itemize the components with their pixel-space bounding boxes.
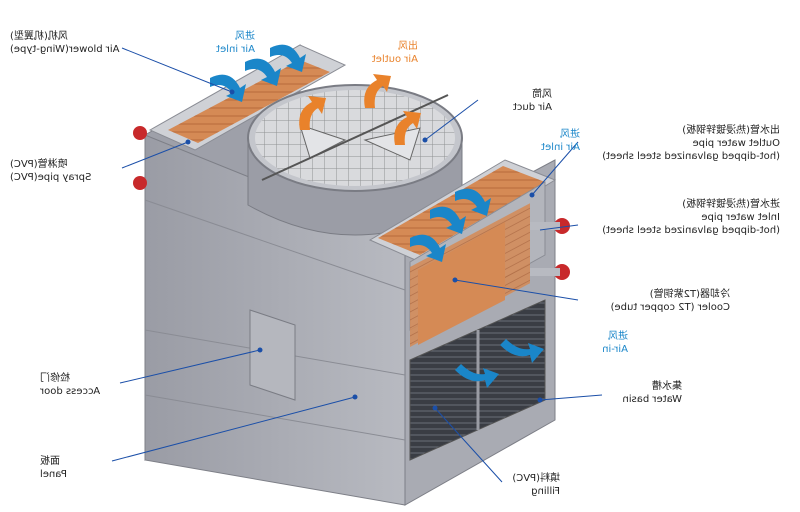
outlet-pipe-label: 出水管(热浸镀锌钢板) Outlet water pipe (hot-dippe… — [580, 124, 780, 163]
air-in-zh: 进风 — [608, 331, 628, 342]
panel-en: Panel — [40, 469, 67, 480]
panel-zh: 面板 — [40, 456, 60, 467]
inlet-pipe-label: 进水管(热浸镀锌钢板) Inlet water pipe (hot-dipped… — [580, 198, 780, 237]
outlet-pipe-zh: 出水管(热浸镀锌钢板) — [682, 125, 780, 136]
air-in-en: Air-in — [602, 344, 628, 355]
filling-zh: 填料(PVC) — [512, 473, 560, 484]
air-blower-label: 风机(机翼型) Air blower(Wing-type) — [10, 30, 130, 56]
filling-en: Filling — [531, 486, 560, 497]
spray-pipe-label: 喷淋管(PVC) Spray pipe(PVC) — [10, 158, 120, 184]
leader-dots — [185, 89, 543, 411]
access-door-zh: 检修门 — [40, 373, 70, 384]
air-outlet-label: 出风 Air outlet — [348, 40, 418, 66]
water-basin-label: 集水槽 Water basin — [602, 380, 682, 406]
air-outlet-zh: 出风 — [398, 41, 418, 52]
air-inlet-top-zh: 进风 — [235, 31, 255, 42]
filling-label: 填料(PVC) Filling — [490, 472, 560, 498]
air-inlet-mid-label: 进风 Air inlet — [520, 128, 580, 154]
air-duct-en: Air duct — [512, 102, 552, 113]
air-inlet-top-label: 进风 Air inlet — [185, 30, 255, 56]
air-duct-label: 风筒 Air duct — [482, 88, 552, 114]
spray-pipe-en: Spray pipe(PVC) — [10, 172, 92, 183]
spray-pipe-zh: 喷淋管(PVC) — [10, 159, 68, 170]
fan-icon — [261, 94, 449, 181]
pipe-flange-icon — [133, 126, 570, 280]
cooler-zh: 冷却器(T2紫铜管) — [649, 289, 730, 300]
air-inlet-arrow-icon — [210, 44, 544, 388]
access-door-en: Access door — [40, 386, 101, 397]
access-door-shape — [249, 309, 296, 401]
inlet-pipe-zh: 进水管(热浸镀锌钢板) — [682, 199, 780, 210]
outlet-pipe-en1: Outlet water pipe — [692, 138, 780, 149]
inlet-pipe-en2: (hot-dipped galvanized steel sheet) — [602, 225, 780, 236]
water-basin-en: Water basin — [622, 394, 682, 405]
air-outlet-arrow-icon — [299, 74, 421, 145]
leader-lines — [111, 47, 603, 483]
air-in-label: 进风 Air-in — [568, 330, 628, 356]
outlet-pipe-en2: (hot-dipped galvanized steel sheet) — [602, 151, 780, 162]
air-inlet-top-en: Air inlet — [216, 44, 255, 55]
cooler-en: Cooler (T2 copper tube) — [610, 302, 730, 313]
air-duct-zh: 风筒 — [532, 89, 552, 100]
cooler-label: 冷却器(T2紫铜管) Cooler (T2 copper tube) — [580, 288, 730, 314]
air-inlet-mid-zh: 进风 — [560, 129, 580, 140]
access-door-label: 检修门 Access door — [40, 372, 120, 398]
air-outlet-en: Air outlet — [371, 54, 418, 65]
air-blower-zh: 风机(机翼型) — [10, 31, 68, 42]
panel-label: 面板 Panel — [40, 455, 110, 481]
water-basin-zh: 集水槽 — [652, 381, 682, 392]
inlet-pipe-en1: Inlet water pipe — [701, 212, 780, 223]
air-blower-en: Air blower(Wing-type) — [10, 44, 120, 55]
top-spray-section — [148, 44, 347, 151]
air-inlet-mid-en: Air inlet — [541, 142, 580, 153]
